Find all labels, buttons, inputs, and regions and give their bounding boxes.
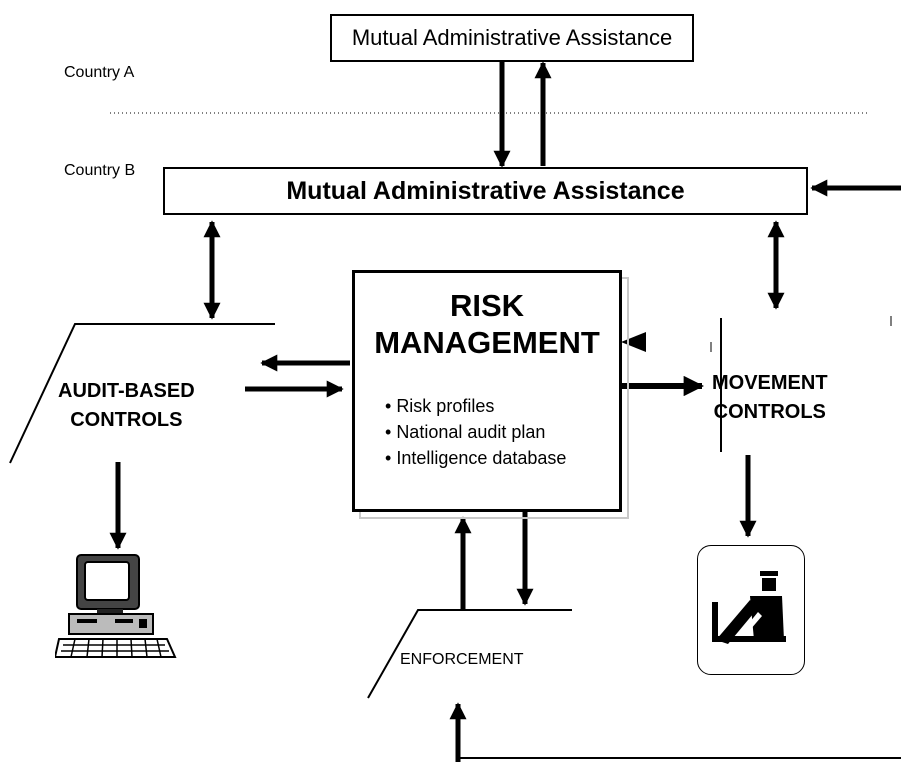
arrow-movement-to-risk: [621, 332, 646, 352]
movement-line1: MOVEMENT: [712, 372, 828, 394]
enforcement-shape: [367, 609, 572, 699]
risk-item: National audit plan: [385, 419, 566, 445]
risk-management-box: RISK MANAGEMENT Risk profiles National a…: [352, 270, 622, 512]
audit-based-controls-label: AUDIT-BASED CONTROLS: [58, 377, 195, 435]
movement-controls-label: MOVEMENT CONTROLS: [712, 369, 828, 427]
audit-line1: AUDIT-BASED: [58, 380, 195, 402]
risk-title-line2: MANAGEMENT: [374, 325, 600, 361]
top-assistance-box: Mutual Administrative Assistance: [330, 14, 694, 62]
risk-management-title: RISK MANAGEMENT: [355, 287, 619, 361]
customs-officer-icon: [697, 545, 805, 675]
country-b-label: Country B: [64, 162, 136, 179]
risk-title-line1: RISK: [449, 288, 525, 323]
middle-assistance-label: Mutual Administrative Assistance: [286, 176, 685, 205]
top-assistance-label: Mutual Administrative Assistance: [351, 25, 673, 50]
country-a-label: Country A: [64, 64, 135, 81]
audit-shape: [9, 323, 275, 464]
risk-items-list: Risk profiles National audit plan Intell…: [385, 393, 566, 471]
audit-line2: CONTROLS: [70, 409, 183, 431]
risk-item: Risk profiles: [385, 393, 566, 419]
officer-graphic: [712, 571, 786, 644]
middle-assistance-box: Mutual Administrative Assistance: [163, 167, 808, 215]
risk-item: Intelligence database: [385, 445, 566, 471]
desktop-computer-icon: [55, 554, 177, 658]
enforcement-label: ENFORCEMENT: [400, 651, 524, 668]
movement-line2: CONTROLS: [713, 401, 826, 423]
